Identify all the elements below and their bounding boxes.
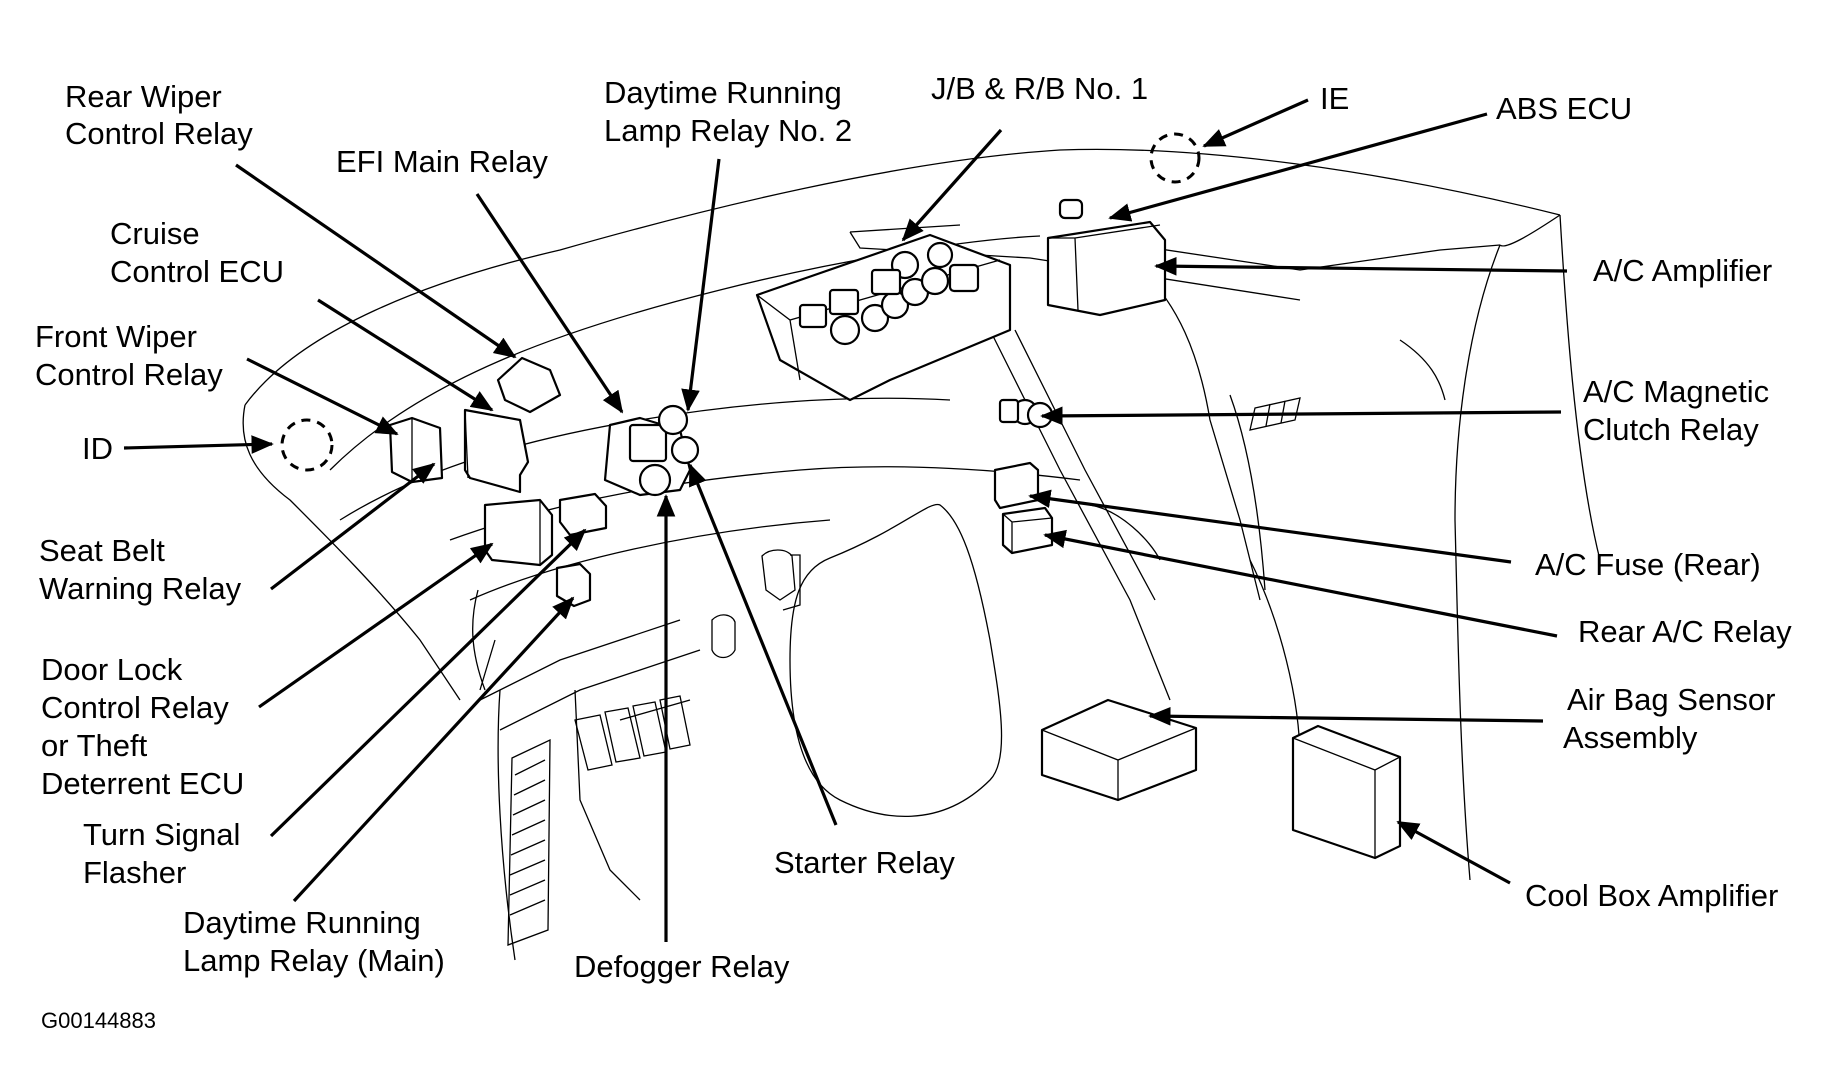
leader-id <box>123 435 274 454</box>
switch-panel <box>574 695 691 771</box>
label-ac-fuse-rear: A/C Fuse (Rear) <box>1535 547 1761 582</box>
label-air-bag-sensor-assembly: Air Bag Sensor Assembly <box>1563 682 1784 755</box>
label-cruise-control-ecu: Cruise Control ECU <box>110 216 284 289</box>
abs-ecu-module <box>1046 198 1167 317</box>
leader-lines <box>123 98 1568 942</box>
leader-front-wiper-control-relay <box>246 357 399 436</box>
vent-slats <box>507 738 551 946</box>
leader-jb-rb-no1 <box>901 128 1003 242</box>
leader-cruise-control-ecu <box>317 298 494 412</box>
leader-rear-wiper-control-relay <box>235 163 517 359</box>
leader-ac-fuse-rear <box>1028 489 1512 564</box>
front-wiper-relay-part <box>388 416 444 484</box>
efi-relay-cluster <box>603 404 700 497</box>
label-jb-rb-no1: J/B & R/B No. 1 <box>931 71 1148 106</box>
leader-abs-ecu <box>1108 112 1488 222</box>
label-starter-relay: Starter Relay <box>774 845 955 880</box>
leader-seat-belt-warning-relay <box>270 462 436 591</box>
relay-fuse-row <box>798 241 980 346</box>
label-efi-main-relay: EFI Main Relay <box>336 144 548 179</box>
leader-rear-ac-relay <box>1043 529 1558 638</box>
label-ac-magnetic-clutch-relay: A/C Magnetic Clutch Relay <box>1583 374 1778 447</box>
drl-relay-main-part <box>555 562 592 608</box>
label-front-wiper-control-relay: Front Wiper Control Relay <box>35 319 223 392</box>
figure-code: G00144883 <box>41 1008 156 1033</box>
label-rear-wiper-control-relay: Rear Wiper Control Relay <box>65 79 253 151</box>
rear-wiper-relay-part <box>496 356 562 414</box>
ac-fuse-rear-part <box>993 461 1040 510</box>
label-drl-relay-no2: Daytime Running Lamp Relay No. 2 <box>604 75 852 148</box>
leader-ac-amplifier <box>1154 256 1568 276</box>
callout-labels: Rear Wiper Control Relay EFI Main Relay … <box>35 71 1792 1033</box>
door-lock-relay-part <box>483 498 554 567</box>
leader-air-bag-sensor-assembly <box>1148 706 1544 726</box>
label-turn-signal-flasher: Turn Signal Flasher <box>83 817 249 890</box>
cool-box-amplifier-part <box>1291 724 1402 860</box>
cruise-control-ecu-part <box>463 408 530 494</box>
ac-magnetic-clutch-relay-part <box>998 398 1054 429</box>
label-abs-ecu: ABS ECU <box>1496 91 1632 126</box>
leader-turn-signal-flasher <box>269 528 587 838</box>
leader-drl-relay-no2 <box>681 158 721 412</box>
label-rear-ac-relay: Rear A/C Relay <box>1578 614 1792 649</box>
label-ac-amplifier: A/C Amplifier <box>1593 253 1772 288</box>
leader-drl-relay-main <box>292 596 575 903</box>
leader-ie <box>1202 98 1309 148</box>
junction-block-jb-rb-no1 <box>755 233 1012 402</box>
label-cool-box-amplifier: Cool Box Amplifier <box>1525 878 1778 913</box>
label-defogger-relay: Defogger Relay <box>574 949 790 984</box>
rear-ac-relay-part <box>1001 506 1054 555</box>
leader-cool-box-amplifier <box>1396 820 1511 885</box>
leader-starter-relay <box>688 463 838 826</box>
label-seat-belt-warning-relay: Seat Belt Warning Relay <box>39 533 242 606</box>
ie-connector-locator <box>1149 132 1201 184</box>
id-connector-locator <box>280 418 334 472</box>
label-drl-relay-main: Daytime Running Lamp Relay (Main) <box>183 905 445 978</box>
leader-ac-magnetic-clutch-relay <box>1040 406 1562 426</box>
turn-signal-flasher-part <box>558 492 608 537</box>
label-door-lock-control-relay: Door Lock Control Relay or Theft Deterre… <box>41 652 244 801</box>
label-id: ID <box>82 431 113 466</box>
leader-door-lock-control-relay <box>258 542 494 709</box>
label-ie: IE <box>1320 81 1349 116</box>
leader-efi-main-relay <box>475 193 624 414</box>
